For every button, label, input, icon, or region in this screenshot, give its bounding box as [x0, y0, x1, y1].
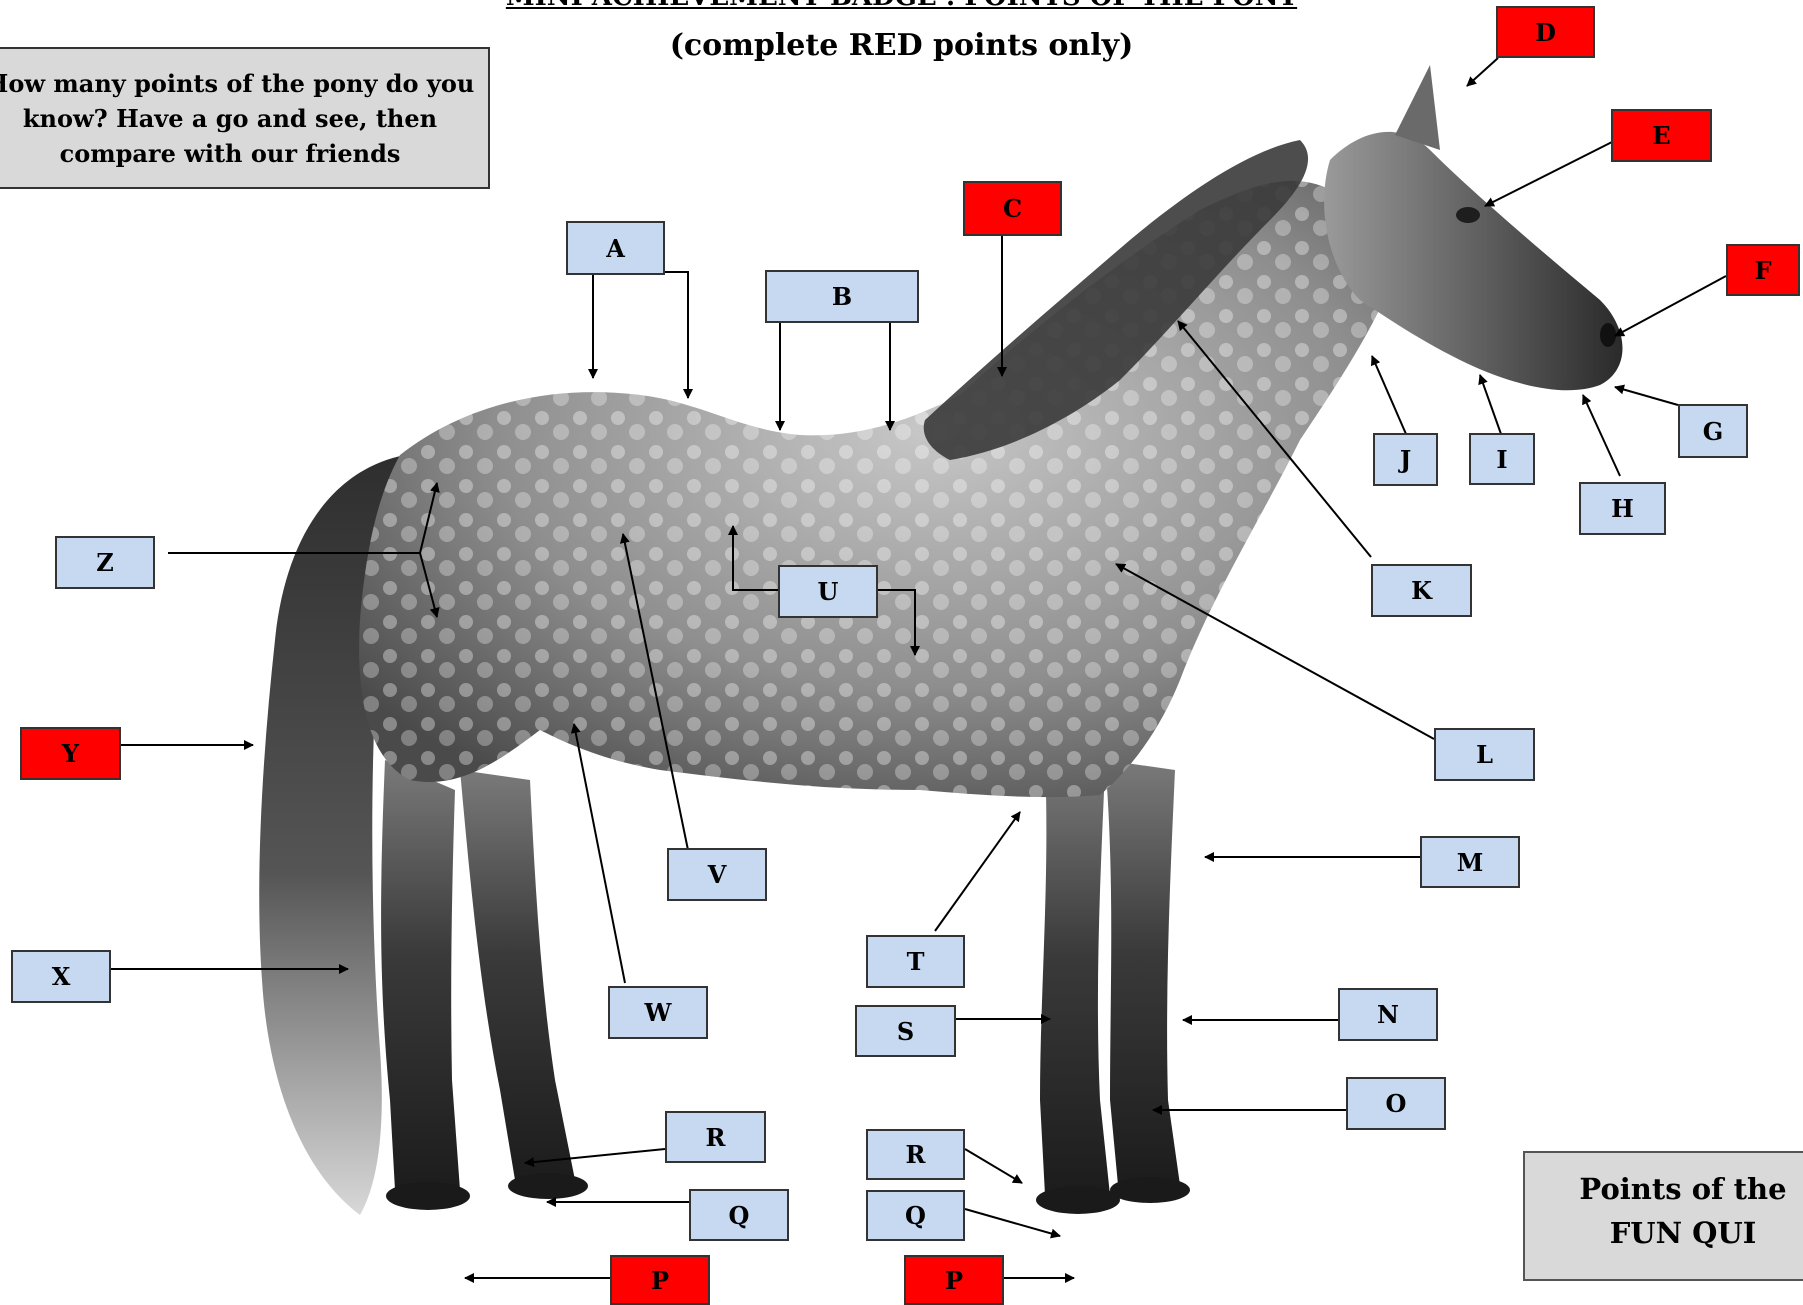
- label-s[interactable]: S: [855, 1005, 956, 1057]
- label-k[interactable]: K: [1371, 564, 1472, 617]
- label-r-right[interactable]: R: [866, 1129, 965, 1180]
- arrow-e: [1484, 141, 1613, 207]
- label-w[interactable]: W: [608, 986, 708, 1039]
- label-p-right[interactable]: P: [904, 1255, 1004, 1305]
- label-a[interactable]: A: [566, 221, 665, 275]
- label-v[interactable]: V: [667, 848, 767, 901]
- arrow-h: [1582, 394, 1621, 477]
- label-u[interactable]: U: [778, 565, 878, 618]
- label-x[interactable]: X: [11, 950, 111, 1003]
- page-title: MINI ACHIEVEMENT BADGE : POINTS OF THE P…: [0, 0, 1803, 12]
- label-b[interactable]: B: [765, 270, 919, 323]
- arrow-d: [1466, 57, 1499, 87]
- label-t[interactable]: T: [866, 935, 965, 988]
- hind-legs: [381, 760, 588, 1210]
- arrow-k: [1177, 320, 1372, 558]
- label-p-left[interactable]: P: [610, 1255, 710, 1305]
- label-y[interactable]: Y: [20, 727, 121, 780]
- label-c[interactable]: C: [963, 181, 1062, 236]
- footer-line-2: FUN QUI: [1609, 1216, 1757, 1250]
- arrow-z-up: [419, 482, 440, 554]
- arrow-f: [1614, 275, 1727, 337]
- label-d[interactable]: D: [1496, 6, 1595, 58]
- arrow-t: [934, 811, 1021, 932]
- arrow-g: [1614, 384, 1679, 406]
- arrow-u-right: [878, 589, 920, 656]
- arrow-w: [570, 723, 626, 984]
- label-q-right[interactable]: Q: [866, 1190, 965, 1241]
- arrow-q-right: [964, 1208, 1061, 1239]
- label-q-left[interactable]: Q: [689, 1189, 789, 1241]
- arrow-l: [1115, 563, 1435, 740]
- quiz-footer-box: Points of the FUN QUI: [1523, 1151, 1803, 1281]
- arrow-u-left: [728, 525, 778, 591]
- arrow-i: [1478, 374, 1502, 435]
- label-o[interactable]: O: [1346, 1077, 1446, 1130]
- intro-text: How many points of the pony do you know?…: [0, 68, 475, 168]
- arrow-v: [619, 533, 689, 851]
- label-j[interactable]: J: [1373, 433, 1438, 486]
- label-z[interactable]: Z: [55, 536, 155, 589]
- label-l[interactable]: L: [1434, 728, 1535, 781]
- arrow-z-down: [419, 552, 440, 618]
- label-h[interactable]: H: [1579, 482, 1666, 535]
- label-m[interactable]: M: [1420, 836, 1520, 888]
- footer-line-1: Points of the: [1579, 1172, 1787, 1206]
- arrow-r-left: [524, 1148, 666, 1168]
- label-r-left[interactable]: R: [665, 1111, 766, 1163]
- head: [1324, 65, 1623, 391]
- fore-legs: [1036, 760, 1190, 1214]
- mane: [923, 140, 1309, 460]
- label-g[interactable]: G: [1678, 404, 1748, 458]
- label-e[interactable]: E: [1611, 109, 1712, 162]
- intro-box: How many points of the pony do you know?…: [0, 47, 490, 189]
- arrow-a-right: [635, 271, 693, 399]
- label-i[interactable]: I: [1469, 433, 1535, 485]
- label-n[interactable]: N: [1338, 988, 1438, 1041]
- page-subtitle: (complete RED points only): [669, 28, 1134, 63]
- arrow-j: [1371, 355, 1407, 435]
- label-f[interactable]: F: [1726, 244, 1800, 296]
- arrow-r-right: [964, 1148, 1023, 1184]
